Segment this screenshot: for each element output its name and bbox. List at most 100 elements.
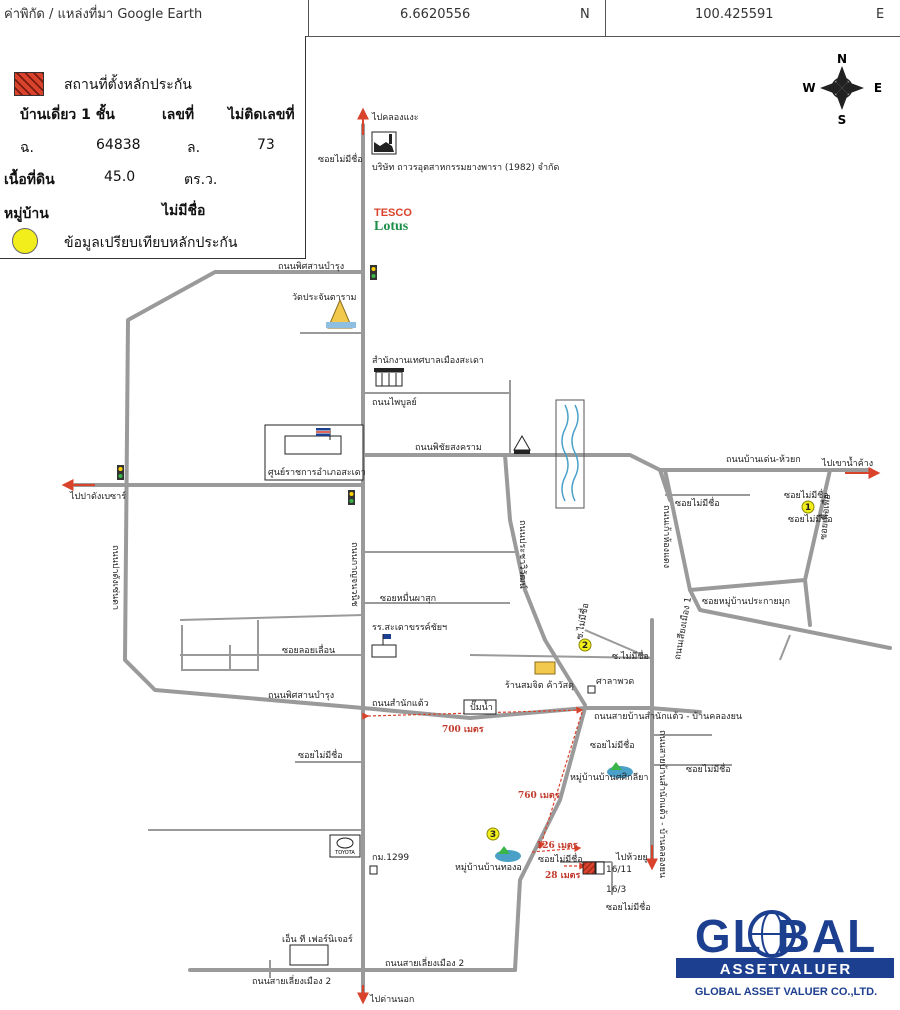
label-16-11: 16/11: [606, 865, 632, 875]
legend-panel: สถานที่ตั้งหลักประกัน บ้านเดี่ยว 1 ชั้น …: [0, 36, 306, 259]
label-soi-r2: ซอยไม่มีชื่อ: [686, 762, 731, 775]
road-network: [73, 123, 892, 997]
left-loop-road: [123, 270, 365, 710]
prachawiwat-road: [503, 453, 587, 707]
compass-n: N: [837, 52, 847, 66]
village-icon: [495, 762, 633, 862]
nt-furniture-icon: [289, 944, 329, 966]
logo-mid-text: ASSETVALUER: [720, 961, 853, 978]
coordinate-source-label: ค่าพิกัด / แหล่งที่มา Google Earth: [4, 7, 203, 22]
legend-deed-no: 64838: [96, 137, 141, 153]
globe-icon: [748, 910, 796, 958]
legend-number-value: ไม่ติดเลขที่: [228, 107, 295, 123]
label-soi-e2: ซอยไม่มีชื่อ: [784, 488, 829, 501]
legend-deed-prefix: ฉ.: [20, 140, 34, 156]
legend-area-value: 45.0: [104, 169, 136, 185]
label-rd-kaeo: ถนนเก้าห้องแดง: [661, 505, 672, 568]
marker-1-label: 1: [805, 503, 811, 513]
label-nt-furniture: เอ็น ที เฟอร์นิเจอร์: [282, 932, 353, 945]
label-rd-phitsanu-bottom: ถนนพิศสานบำรุง: [268, 690, 334, 701]
latitude-direction: N: [580, 7, 590, 22]
map-labels: ไปคลองแงะ ซอยไม่มีชื่อ บริษัท ถาวรอุตสาห…: [69, 112, 873, 1005]
compass-e: E: [874, 81, 882, 95]
label-rd-ban-doem: ถนนบ้านเด่น-ห้วยก: [726, 454, 801, 465]
wichaisongkhram-road: [361, 453, 872, 472]
label-rd-samnak-kaeo: ถนนสำนักแต้ว: [372, 698, 429, 709]
label-rd-right-vertical: ถนนสายบ้านสำนักแต้ว - บ้านคลองยน: [657, 730, 668, 878]
label-km: กม.1299: [372, 853, 409, 863]
label-lotus: Lotus: [374, 219, 409, 234]
legend-number-label: เลขที่: [162, 107, 195, 123]
label-soi-bottom: ซอยไม่มีชื่อ: [606, 900, 651, 913]
label-dist-28: 28 เมตร: [545, 871, 581, 881]
ptt-icon: [463, 699, 497, 715]
label-soi-no-name: ซอยไม่มีชื่อ: [318, 152, 363, 165]
marker-2-label: 2: [582, 641, 588, 651]
label-rd-phitsanu-top: ถนนพิศสานบำรุง: [278, 261, 344, 272]
label-dist-760: 760 เมตร: [518, 791, 560, 801]
river: [561, 404, 579, 502]
label-rd-samakhi: ถนนเสียงเมือง 1: [672, 596, 694, 660]
collateral-swatch-icon: [14, 72, 44, 96]
label-rd-wichai: ถนนพิชัยสงคราม: [415, 442, 482, 453]
label-ptt: ปั๊มน้ำ: [470, 700, 493, 713]
legend-area-label: เนื้อที่ดิน: [4, 172, 55, 188]
comparable-markers: [486, 500, 815, 841]
district-office-icon: [264, 424, 364, 481]
longitude-value: 100.425591: [695, 7, 774, 22]
label-soi-lotluean: ซอยลอยเลื่อน: [282, 643, 335, 656]
label-soi-e1: ซอยไม่มีชื่อ: [675, 496, 720, 509]
label-to-water: ไปเขาน้ำค้าง: [821, 456, 873, 469]
global-asset-valuer-logo: GL BAL ASSETVALUER GLOBAL ASSET VALUER C…: [676, 892, 896, 1004]
label-soi-r1: ซอยไม่มีชื่อ: [590, 738, 635, 751]
factory-icon: [371, 131, 397, 155]
label-rd-kanchanawanit: ถนนกาญจนวนิช: [349, 542, 360, 607]
label-rd-bypass: ถนนสายเลี่ยงเมือง 2: [385, 956, 464, 969]
km-post-icon: [369, 865, 378, 875]
legend-collateral-label: สถานที่ตั้งหลักประกัน: [64, 77, 192, 93]
divider: [308, 0, 309, 36]
south-road: [513, 706, 587, 972]
east-road: [688, 588, 892, 650]
coordinate-bar: ค่าพิกัด / แหล่งที่มา Google Earth 6.662…: [0, 0, 900, 37]
marker-3-label: 3: [490, 830, 496, 840]
sala-icon: [587, 685, 596, 694]
legend-village-label: หมู่บ้าน: [4, 206, 49, 222]
label-to-huai-yu: ไปห้วยยู: [615, 852, 648, 863]
label-rd-left-vertical: ถนนปาดังเซ่นดา: [110, 545, 120, 610]
label-shop: ร้านสมจิต ค้าวัสดุ: [505, 680, 574, 691]
legend-area-unit: ตร.ว.: [184, 172, 218, 188]
divider: [605, 0, 606, 36]
legend-house-type: บ้านเดี่ยว 1 ชั้น: [20, 107, 115, 123]
longitude-direction: E: [876, 7, 885, 22]
label-dist-700: 700 เมตร: [442, 725, 484, 735]
minor-roads: [148, 332, 791, 978]
school-icon: [371, 634, 397, 658]
label-wat: วัดประจันตาราม: [292, 293, 356, 303]
direction-arrows: [61, 107, 881, 1005]
label-soi-no-name-left: ซอยไม่มีชื่อ: [298, 748, 343, 761]
comparable-swatch-icon: [12, 228, 38, 254]
legend-comparable-label: ข้อมูลเปรียบเทียบหลักประกัน: [64, 235, 238, 251]
label-to-padang-besar: ไปปาดังเบซาร์: [69, 490, 126, 502]
river-frame: [555, 399, 585, 509]
logo-small-text: GLOBAL ASSET VALUER CO.,LTD.: [695, 986, 877, 998]
temple-icon: [513, 434, 531, 454]
legend-deed-value: 73: [257, 137, 275, 153]
label-soi-e3: ซอยไม่มีชื่อ: [788, 512, 833, 525]
label-soi-mid: ซ.ไม่มีชื่อ: [572, 602, 591, 641]
label-soi-mid2: ซ.ไม่มีชื่อ: [612, 649, 649, 662]
label-municipal: สำนักงานเทศบาลเมืองสะเดา: [372, 355, 484, 366]
ne-loop-road: [663, 468, 832, 592]
traffic-lights: [117, 265, 377, 505]
label-factory: บริษัท ถาวรอุตสาหกรรมยางพารา (1982) จำกั…: [372, 162, 559, 173]
label-rd-prachawiwat: ถนนประชาวิวัฒน์: [517, 520, 529, 589]
wat-icon: [326, 298, 356, 329]
label-16-3: 16/3: [606, 885, 626, 895]
collateral-site-icon: [582, 861, 605, 875]
latitude-value: 6.6620556: [400, 7, 471, 22]
compass-w: W: [802, 81, 815, 95]
toyota-icon: [329, 834, 361, 858]
compass-rose-icon: [820, 66, 864, 110]
